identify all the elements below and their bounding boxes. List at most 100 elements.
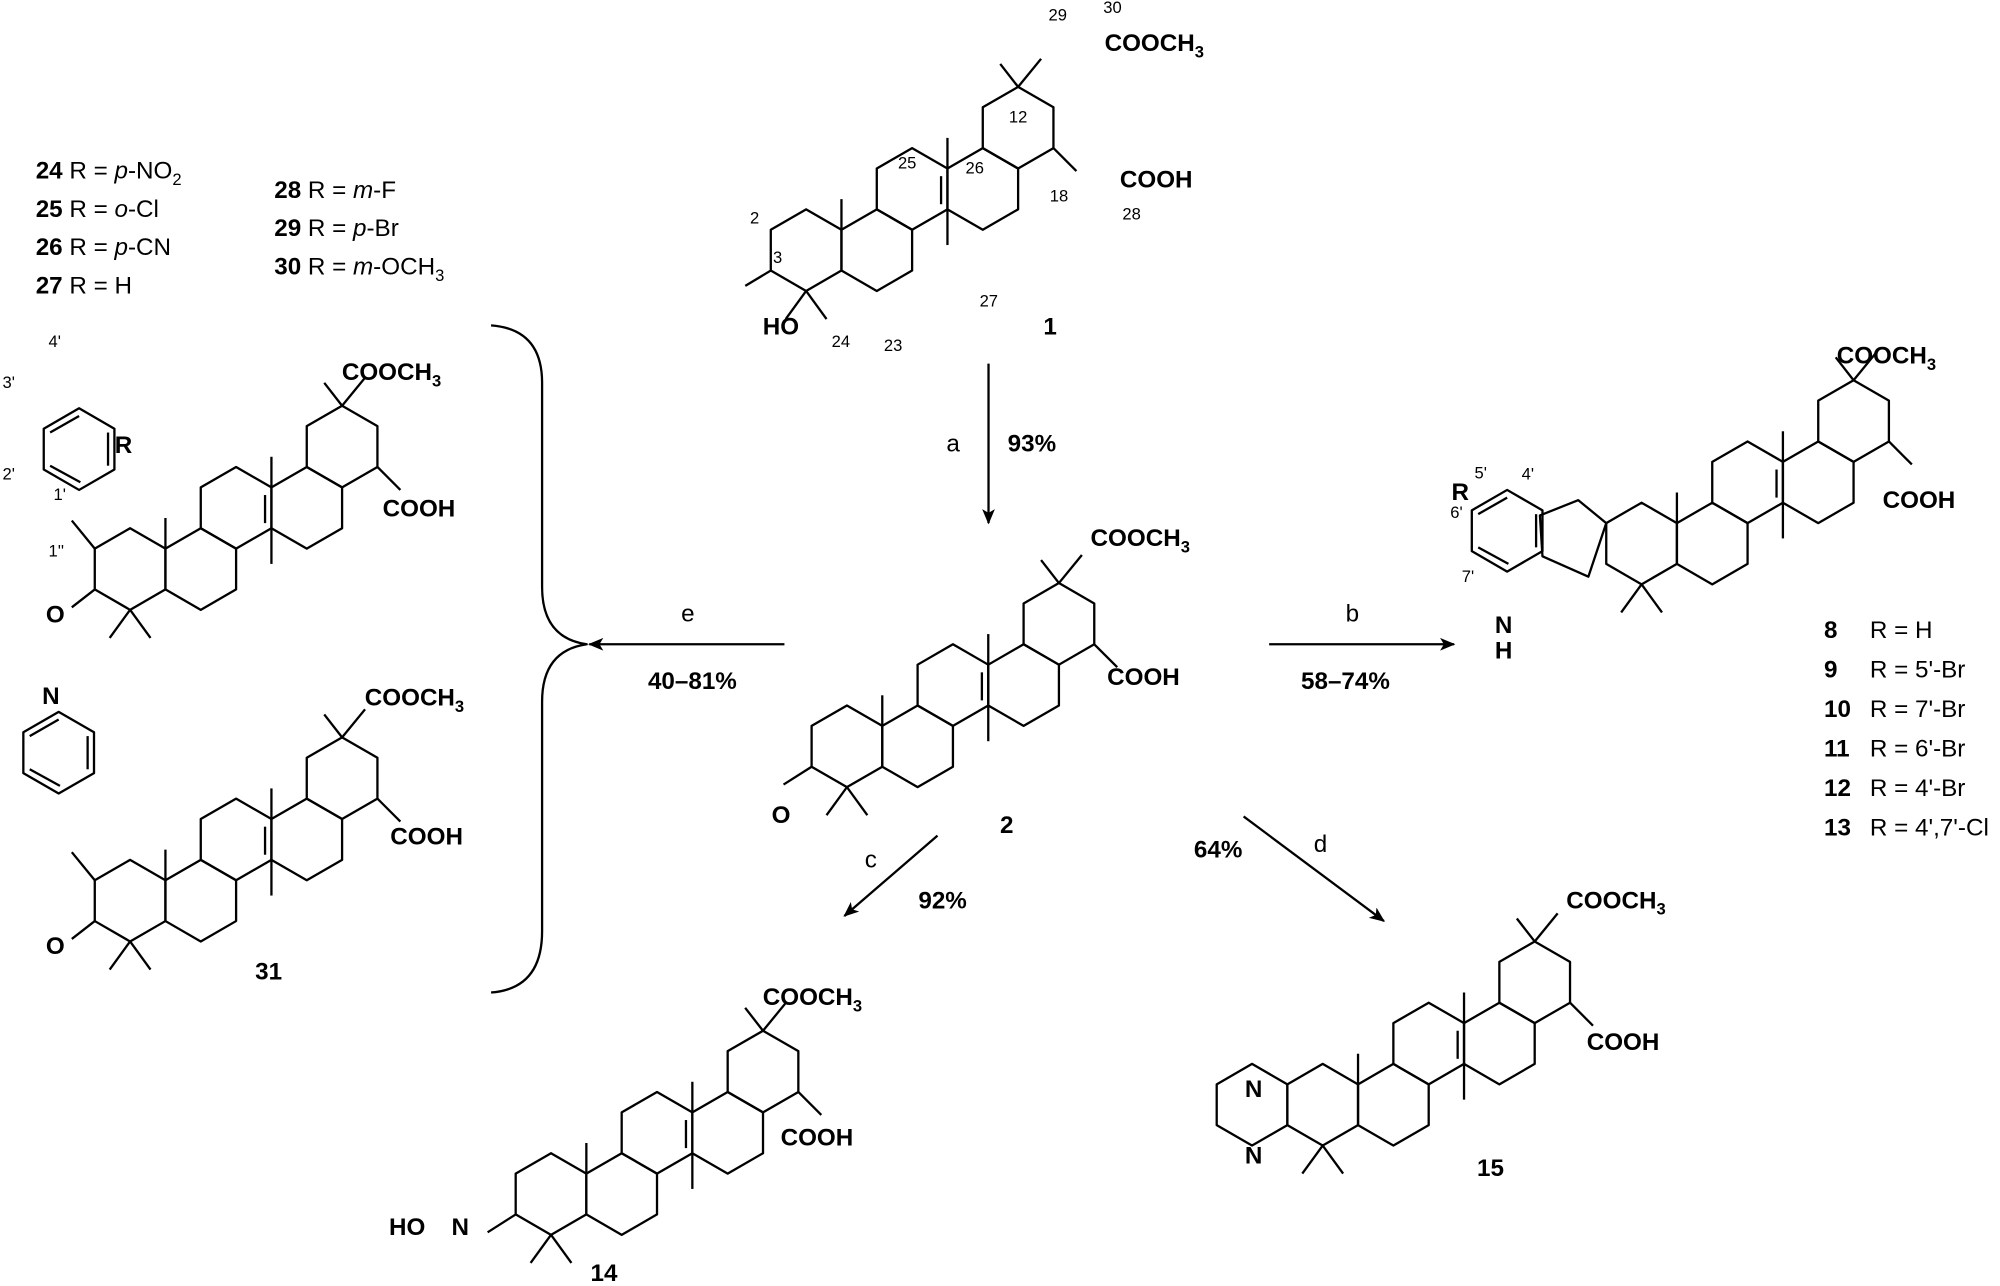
atom-number: 23: [884, 336, 902, 355]
ring-a: [93, 527, 167, 611]
atom-number: 30: [1103, 0, 1121, 17]
reaction-e-label: e: [681, 600, 694, 627]
compound-24-30: COOCH3 COOH O R 4' 3' 2' 1' 1'' 24 R = p…: [3, 158, 456, 629]
ring-c: [620, 1090, 694, 1175]
acid-bond: [376, 797, 402, 823]
ring-b: [840, 208, 914, 293]
carbonyl-bond: [782, 765, 813, 786]
atom-number: 4': [1522, 465, 1534, 484]
coome-label: COOCH3: [1091, 525, 1190, 556]
bracket: [490, 324, 588, 994]
cooh-label: COOH: [390, 824, 463, 851]
ketone-o-label: O: [46, 602, 65, 629]
ring-d: [691, 1090, 765, 1175]
compound-1: COOCH3 COOH HO 29 30 12 25 26 18 28 2 3 …: [750, 0, 1204, 355]
coome-label: COOCH3: [1105, 30, 1204, 61]
methyl: [744, 1007, 764, 1032]
ring-b: [1356, 1062, 1430, 1147]
r-group-entry: 24 R = p-NO2: [36, 158, 182, 189]
atom-number: 3': [3, 373, 15, 392]
ring-d: [270, 465, 344, 550]
ring-b: [164, 527, 238, 611]
ring-a: [1605, 501, 1679, 586]
double-bond: [29, 718, 60, 738]
hydroxyl-bond: [744, 269, 772, 287]
cooh-label: COOH: [383, 496, 456, 523]
methyl: [1834, 356, 1855, 381]
reaction-e-yield: 40–81%: [648, 668, 737, 695]
oxime-bond: [487, 1213, 517, 1234]
atom-number: 27: [980, 291, 998, 310]
atom-number: 29: [1048, 6, 1066, 25]
r-group-entry: 28 R = m-F: [274, 177, 396, 204]
oxime-ho-label: HO: [389, 1214, 425, 1241]
methyl: [1515, 917, 1536, 943]
ring-e: [305, 736, 379, 821]
ring-d: [270, 797, 344, 882]
ester-bond: [341, 708, 366, 739]
ester-bond: [1058, 554, 1083, 584]
ho-label: HO: [763, 313, 799, 340]
methyl: [1040, 559, 1060, 584]
compound-2: COOCH3 COOH O 2: [772, 525, 1190, 839]
pyridine-ring: [22, 710, 96, 795]
methyl: [529, 1234, 552, 1264]
cooh-label: COOH: [1883, 487, 1956, 514]
acid-bond: [1093, 643, 1119, 669]
compound-31: COOCH3 COOH O N 31: [42, 683, 464, 986]
atom-number: 2: [750, 208, 759, 227]
ring-a: [1286, 1062, 1360, 1147]
compound-number: 2: [1000, 812, 1013, 839]
ring-b: [164, 858, 238, 943]
coome-label: COOCH3: [763, 984, 862, 1015]
ring-d: [1462, 1001, 1536, 1086]
reaction-d-yield: 64%: [1194, 836, 1242, 863]
coome-label: COOCH3: [365, 684, 464, 715]
reaction-arrows: [490, 324, 1456, 994]
acid-bond: [1052, 147, 1078, 172]
acid-bond: [376, 466, 402, 491]
exocyclic-double-bond: [70, 519, 96, 550]
ring-c: [1392, 1001, 1466, 1086]
atom-number: 28: [1122, 205, 1140, 224]
compound-number: 14: [591, 1260, 618, 1286]
reaction-a-label: a: [946, 431, 960, 458]
methyl: [1640, 583, 1663, 614]
methyl: [846, 786, 869, 816]
r-group-entry: 29 R = p-Br: [274, 215, 399, 242]
reaction-b-yield: 58–74%: [1301, 668, 1390, 695]
double-bond: [29, 768, 61, 787]
benzene-ring: [1470, 488, 1544, 573]
atom-number: 1'': [48, 541, 64, 560]
ester-bond: [1852, 351, 1878, 381]
atom-number: 6': [1450, 503, 1462, 522]
ring-a: [93, 858, 167, 943]
compound-number: 31: [255, 959, 282, 986]
atom-number: 2': [3, 465, 15, 484]
nh-h-label: H: [1495, 637, 1513, 664]
ring-d: [987, 643, 1061, 728]
ketone-o-label: O: [46, 933, 65, 960]
arrow-d: [1242, 815, 1385, 922]
methyl: [129, 940, 152, 971]
atom-number: 7': [1462, 567, 1474, 586]
coome-label: COOCH3: [1837, 343, 1936, 374]
reaction-c-yield: 92%: [918, 887, 966, 914]
methyl: [129, 609, 152, 639]
atom-number: 25: [898, 154, 916, 173]
r-label: R: [115, 432, 133, 459]
reaction-a-yield: 93%: [1008, 431, 1056, 458]
ester-bond: [341, 376, 366, 407]
reaction-c-label: c: [865, 846, 877, 873]
ring-a: [810, 704, 884, 789]
oxime-n-label: N: [452, 1214, 470, 1241]
compound-number: 1: [1043, 313, 1056, 340]
ring-e: [305, 404, 379, 489]
ring-c: [199, 465, 273, 550]
acid-bond: [1569, 1001, 1594, 1027]
